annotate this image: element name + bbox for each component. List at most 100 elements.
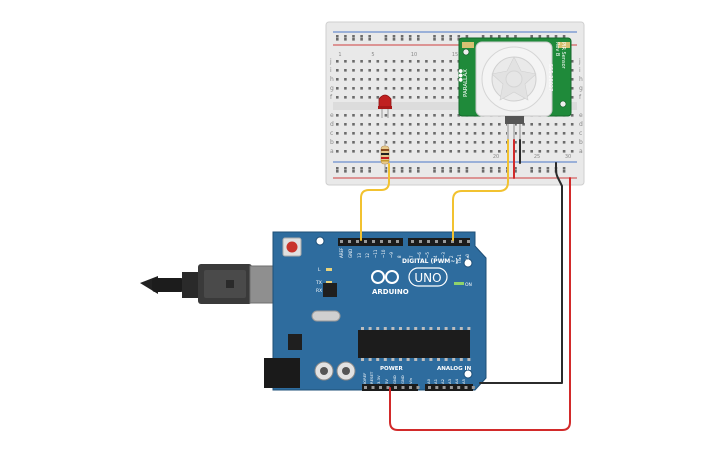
hole xyxy=(371,386,375,389)
reset-button[interactable] xyxy=(282,237,302,257)
hole xyxy=(376,87,380,90)
digital-header-label: DIGITAL (PWM~) xyxy=(402,258,458,265)
hole xyxy=(538,123,542,126)
hole xyxy=(433,60,436,63)
hole xyxy=(530,132,533,135)
hole xyxy=(433,35,436,38)
hole xyxy=(522,150,525,153)
hole xyxy=(360,167,363,170)
hole xyxy=(392,96,396,99)
usb-cable-icon xyxy=(140,264,281,304)
hole xyxy=(467,358,471,361)
voltage-regulator xyxy=(288,334,302,350)
hole xyxy=(384,141,388,144)
hole xyxy=(465,141,469,144)
pin-label: A2 xyxy=(440,378,445,384)
hole xyxy=(376,132,380,135)
hole xyxy=(352,96,355,99)
hole xyxy=(481,132,485,135)
hole xyxy=(400,78,404,81)
hole xyxy=(437,327,440,330)
hole xyxy=(360,141,363,144)
atmega-chip xyxy=(358,330,470,358)
hole xyxy=(498,141,501,144)
hole xyxy=(408,167,412,170)
hole xyxy=(562,167,566,170)
hole xyxy=(444,327,448,330)
hole xyxy=(336,35,339,38)
hole xyxy=(400,38,404,41)
hole xyxy=(441,141,444,144)
hole xyxy=(546,167,550,170)
hole xyxy=(360,78,363,81)
hole xyxy=(392,60,396,63)
analog-pin-labels: A0 A1 A2 A3 A4 A5 xyxy=(426,378,466,384)
row-letters-bottom: e d c b a e d c b a xyxy=(330,112,583,155)
hole xyxy=(441,60,444,63)
hole xyxy=(441,123,444,126)
led-l-label: L xyxy=(318,267,321,273)
hole xyxy=(419,240,422,243)
hole xyxy=(400,114,404,117)
pin-label: 8 xyxy=(397,255,402,258)
hole xyxy=(546,141,550,144)
hole xyxy=(457,132,461,135)
hole xyxy=(376,60,380,63)
pin-label: 3.3V xyxy=(376,375,381,384)
hole xyxy=(452,358,456,361)
hole xyxy=(336,141,339,144)
hole xyxy=(417,170,420,173)
hole xyxy=(400,69,404,72)
pin-label: GND xyxy=(400,375,405,384)
hole xyxy=(368,150,371,153)
usb-chip xyxy=(323,283,337,297)
hole xyxy=(352,78,355,81)
power-pin-labels: IOREF RESET 3.3V 5V GND GND Vin xyxy=(362,371,413,384)
hole xyxy=(344,38,347,41)
row-letter: g xyxy=(330,85,334,92)
hole xyxy=(465,123,469,126)
digital-header-right xyxy=(408,238,470,246)
digital-pin-holes xyxy=(340,240,470,243)
hole xyxy=(433,141,436,144)
hole xyxy=(417,38,420,41)
hole xyxy=(360,114,363,117)
hole xyxy=(538,167,542,170)
pin-label-aref: AREF xyxy=(339,247,344,258)
hole xyxy=(441,150,444,153)
hole xyxy=(465,150,469,153)
pin-label: ~10 xyxy=(381,249,386,258)
hole xyxy=(562,141,566,144)
hole xyxy=(442,386,446,389)
hole xyxy=(344,132,347,135)
hole xyxy=(376,358,380,361)
hole xyxy=(417,96,420,99)
hole xyxy=(344,114,347,117)
hole xyxy=(452,327,456,330)
wire-yellow-led xyxy=(360,163,390,241)
hole xyxy=(421,327,425,330)
hole xyxy=(368,87,371,90)
hole xyxy=(437,358,440,361)
hole xyxy=(457,114,461,117)
hole xyxy=(417,35,420,38)
hole xyxy=(336,150,339,153)
hole xyxy=(425,69,428,72)
hole xyxy=(449,386,453,389)
hole xyxy=(530,170,533,173)
hole xyxy=(376,96,380,99)
hole xyxy=(489,150,493,153)
hole xyxy=(441,35,444,38)
row-letter: f xyxy=(579,94,582,101)
row-letter: e xyxy=(579,112,583,119)
hole xyxy=(570,87,574,90)
hole xyxy=(449,170,452,173)
column-number: 1 xyxy=(338,52,341,58)
hole xyxy=(408,150,412,153)
hole xyxy=(336,60,339,63)
column-number: 10 xyxy=(411,52,417,58)
hole xyxy=(449,141,452,144)
hole xyxy=(360,170,363,173)
led-on-label: ON xyxy=(465,282,472,288)
pin-label: 4 xyxy=(433,255,438,258)
